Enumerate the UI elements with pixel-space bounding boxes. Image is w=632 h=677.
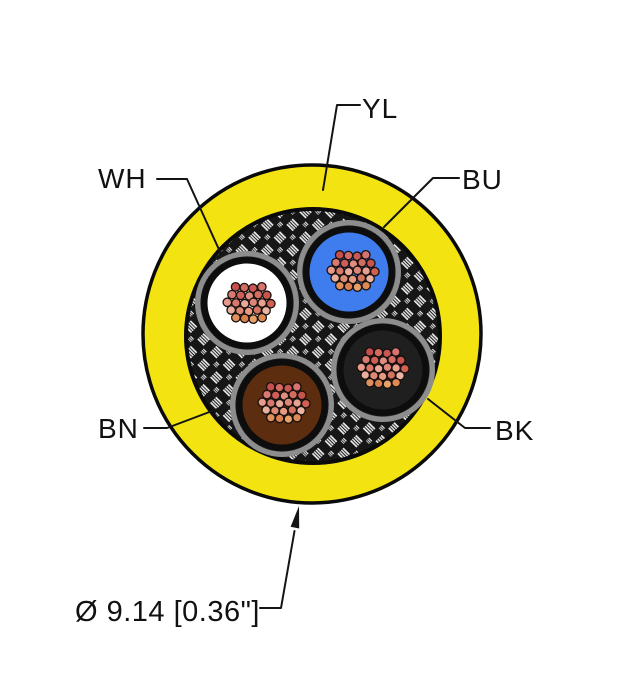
- copper-strand: [230, 312, 241, 323]
- copper-strand: [292, 412, 303, 423]
- copper-strand: [369, 355, 380, 366]
- copper-strand: [334, 280, 345, 291]
- copper-strand: [265, 298, 276, 309]
- copper-strand: [252, 305, 263, 315]
- copper-strand: [287, 405, 298, 415]
- copper-strand: [395, 355, 406, 366]
- copper-strand: [256, 281, 267, 292]
- label-diameter-dimension: Ø 9.14 [0.36"]: [75, 596, 260, 628]
- copper-strand: [387, 354, 398, 365]
- copper-strand: [360, 249, 371, 260]
- copper-strand: [300, 398, 311, 409]
- copper-strand: [248, 314, 259, 325]
- copper-strand: [262, 389, 272, 400]
- copper-strand: [356, 273, 367, 283]
- copper-strand: [291, 381, 302, 392]
- copper-strand: [261, 405, 272, 415]
- strand-bundle-bu: [326, 249, 380, 293]
- copper-strand: [261, 290, 272, 301]
- copper-strand: [352, 282, 363, 293]
- copper-strand: [339, 258, 350, 269]
- label-bn: BN: [98, 413, 139, 444]
- label-yl: YL: [362, 93, 398, 124]
- copper-strand: [239, 313, 250, 324]
- copper-strand: [399, 363, 410, 374]
- conductor-brown-ring-texture: [235, 358, 329, 452]
- copper-strand: [330, 273, 341, 283]
- copper-strand: [288, 389, 299, 400]
- copper-strand: [235, 290, 246, 301]
- conductor-brown: [235, 358, 329, 452]
- conductor-white: [200, 256, 294, 350]
- conductor-blue: [302, 225, 396, 319]
- label-bk: BK: [495, 415, 534, 446]
- leader-dimension: [259, 530, 296, 609]
- copper-strand: [357, 257, 368, 268]
- copper-strand: [365, 258, 376, 269]
- copper-strand: [265, 412, 276, 423]
- copper-strand: [360, 370, 371, 380]
- copper-strand: [226, 305, 237, 315]
- copper-strand: [274, 413, 285, 424]
- leader-wh: [156, 178, 222, 255]
- copper-strand: [296, 390, 307, 401]
- leader-bn: [143, 407, 221, 429]
- strand-bundle-bk: [356, 346, 410, 390]
- copper-strand: [390, 346, 401, 357]
- copper-strand: [386, 370, 397, 380]
- copper-strand: [369, 266, 380, 277]
- leader-bk: [427, 398, 491, 429]
- leader-bu: [383, 177, 460, 228]
- copper-strand: [270, 390, 281, 401]
- copper-strand: [373, 378, 384, 389]
- label-bu: BU: [462, 164, 503, 195]
- copper-strand: [364, 377, 375, 388]
- copper-strand: [257, 312, 268, 323]
- strand-bundle-bn: [257, 381, 311, 425]
- copper-strand: [361, 280, 372, 291]
- strand-bundle-wh: [222, 281, 276, 325]
- label-wh: WH: [98, 163, 147, 194]
- copper-strand: [391, 377, 402, 388]
- copper-strand: [331, 257, 341, 268]
- copper-strand: [382, 379, 393, 390]
- copper-strand: [361, 354, 371, 365]
- copper-strand: [227, 289, 237, 300]
- leader-yl: [322, 104, 361, 191]
- dimension-arrowhead-icon: [290, 506, 300, 529]
- conductor-black: [336, 323, 430, 417]
- copper-strand: [253, 289, 264, 300]
- copper-strand: [343, 281, 354, 292]
- conductor-white-ring-texture: [200, 256, 294, 350]
- copper-strand: [283, 414, 294, 425]
- conductor-blue-ring-texture: [302, 225, 396, 319]
